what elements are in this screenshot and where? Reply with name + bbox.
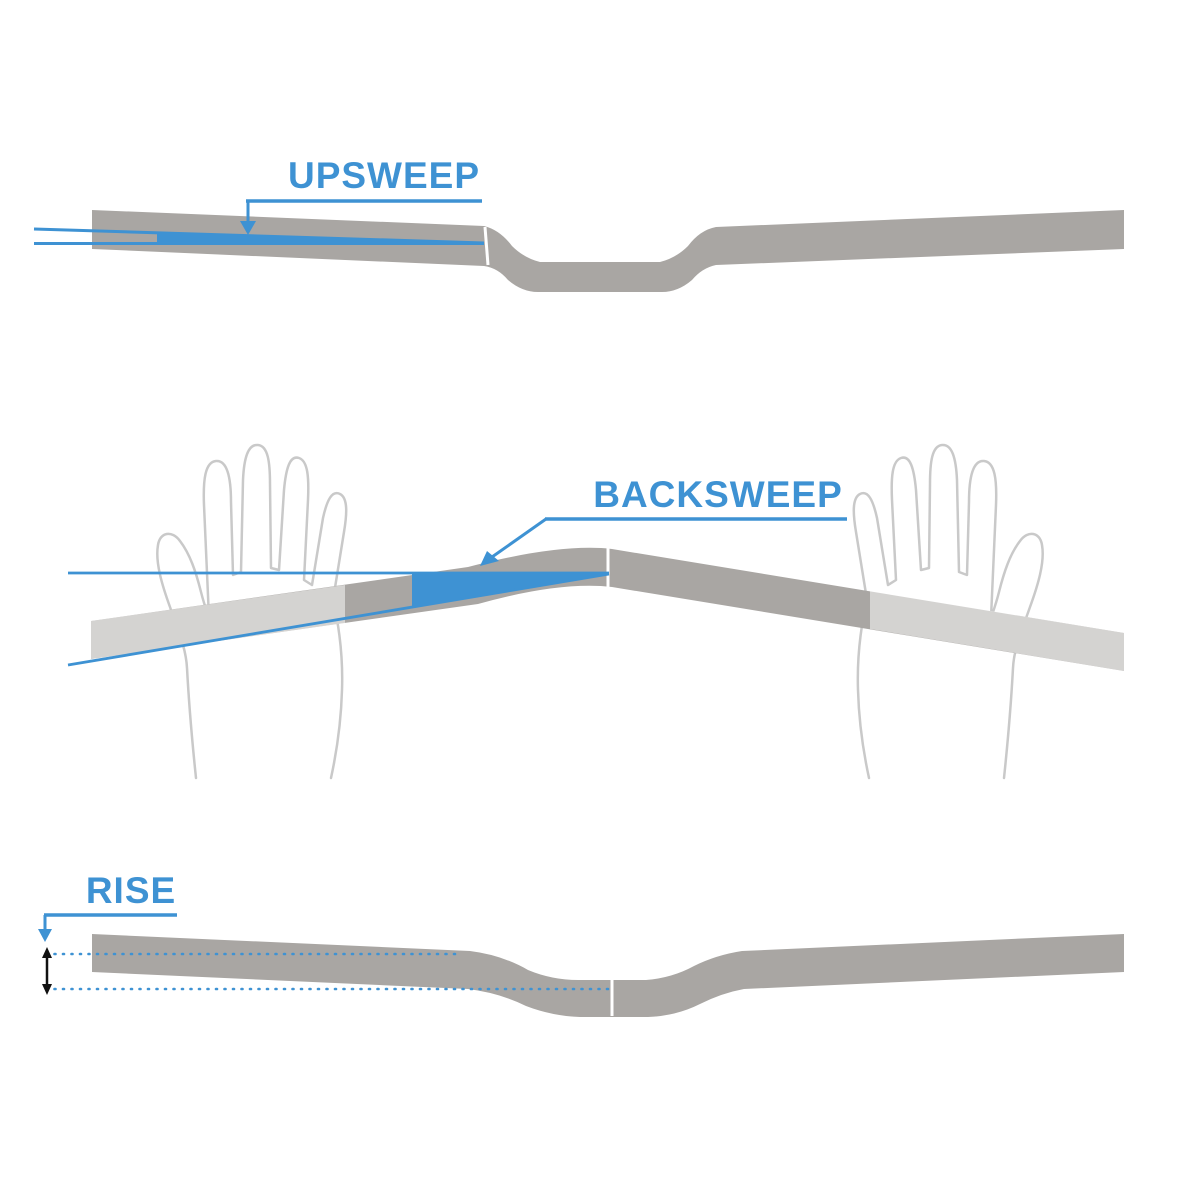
rise-measure-arrow-up-icon — [42, 947, 52, 958]
upsweep-label: UPSWEEP — [288, 155, 480, 196]
backsweep-leader-line — [491, 517, 547, 559]
bar-clamp-seam-top — [483, 226, 490, 266]
right-grip-highlight — [870, 591, 1124, 671]
backsweep-centerline — [67, 572, 610, 667]
rise-arrowhead-icon — [38, 929, 52, 942]
handlebar-front-upsweep — [92, 210, 1124, 292]
left-grip-highlight — [91, 585, 345, 659]
backsweep-arrowhead-icon — [480, 551, 499, 566]
backsweep-label: BACKSWEEP — [593, 474, 843, 515]
rise-measure-arrow-down-icon — [42, 984, 52, 995]
upsweep-centerline — [33, 227, 485, 245]
backsweep-view: BACKSWEEP — [67, 443, 1124, 780]
rise-label: RISE — [86, 870, 176, 911]
rise-view: RISE — [38, 870, 1124, 1017]
upsweep-arrowhead-icon — [240, 221, 256, 235]
upsweep-view: UPSWEEP — [33, 155, 1124, 292]
handlebar-front-rise — [92, 934, 1124, 1017]
